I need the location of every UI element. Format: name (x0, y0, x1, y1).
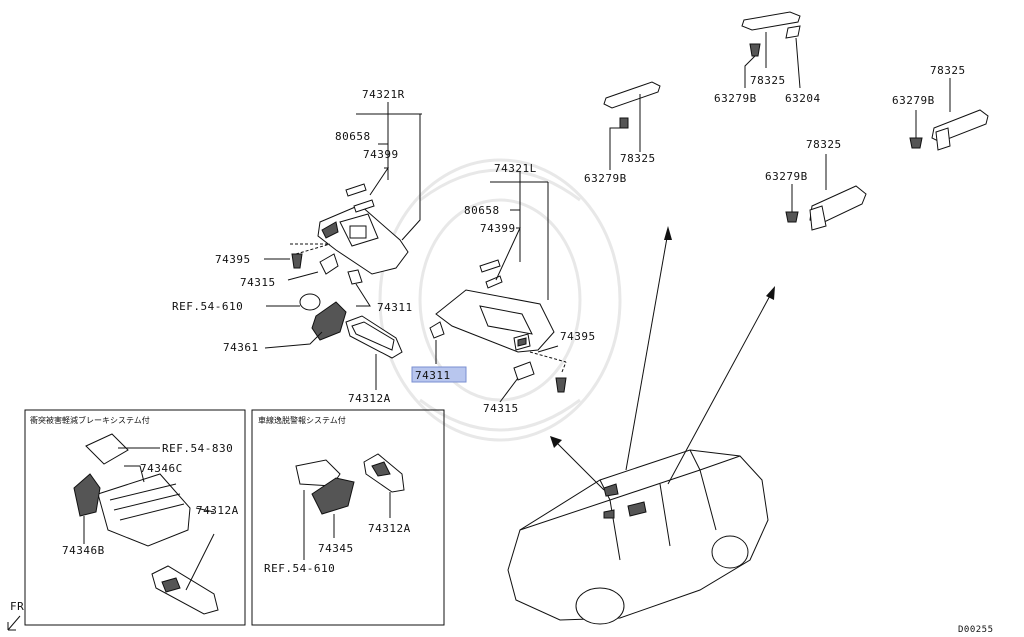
label-74361[interactable]: 74361 (223, 341, 259, 354)
inset-right-title: 車線逸脱警報システム付 (258, 415, 346, 425)
ref-part-knob[interactable] (299, 293, 321, 311)
label-74315-l[interactable]: 74315 (240, 276, 276, 289)
fr-label: FR (10, 600, 24, 613)
screw-63279b-c[interactable] (785, 211, 799, 223)
label-74321L[interactable]: 74321L (494, 162, 537, 175)
screw-63279b-a[interactable] (619, 117, 629, 129)
mirror-lamp-74399-l[interactable] (485, 275, 503, 289)
pointer-arrows (550, 226, 775, 491)
label-ref-54-610-a[interactable]: REF.54-610 (172, 300, 243, 313)
label-63279B-c[interactable]: 63279B (765, 170, 808, 183)
label-74395-l[interactable]: 74395 (215, 253, 251, 266)
clip-74311-r[interactable] (429, 321, 445, 339)
clip-63204[interactable] (785, 25, 801, 39)
mirror-lamp-74399-r[interactable] (353, 199, 375, 213)
assist-grip-78325-c[interactable] (809, 185, 867, 231)
vehicle-outline (507, 449, 769, 625)
screw-74395-l[interactable] (291, 253, 303, 269)
vanity-mirror-cover-80658-r[interactable] (345, 183, 367, 197)
label-74312A-c[interactable]: 74312A (368, 522, 411, 535)
assist-grip-78325-b[interactable] (741, 11, 801, 31)
front-direction-arrow (7, 615, 21, 631)
label-78325-a[interactable]: 78325 (620, 152, 656, 165)
holder-74315-r[interactable] (513, 361, 535, 381)
label-78325-b[interactable]: 78325 (750, 74, 786, 87)
inset-left-title: 衝突被害軽減ブレーキシステム付 (30, 415, 150, 425)
diagram-code: D00255 (958, 625, 994, 635)
label-78325-c[interactable]: 78325 (806, 138, 842, 151)
assist-grip-78325-a[interactable] (603, 81, 661, 109)
screw-63279b-d[interactable] (909, 137, 923, 149)
clip-74311-l[interactable] (347, 269, 363, 285)
inset-box-left (24, 409, 246, 626)
label-63279B-d[interactable]: 63279B (892, 94, 935, 107)
room-mirror-74312A-b[interactable] (151, 565, 219, 615)
label-74321R[interactable]: 74321R (362, 88, 405, 101)
screw-63279b-b[interactable] (749, 43, 761, 57)
label-74345[interactable]: 74345 (318, 542, 354, 555)
highlight-74311 (411, 366, 467, 383)
label-78325-d[interactable]: 78325 (930, 64, 966, 77)
label-74346B[interactable]: 74346B (62, 544, 105, 557)
screw-74395-r[interactable] (555, 377, 567, 393)
label-74311-l[interactable]: 74311 (377, 301, 413, 314)
sun-visor-right[interactable] (317, 204, 409, 275)
watermark-emblem (378, 158, 622, 442)
label-74399-l[interactable]: 74399 (480, 222, 516, 235)
assist-grip-78325-d[interactable] (931, 109, 989, 151)
label-74312A-a[interactable]: 74312A (348, 392, 391, 405)
label-63279B-a[interactable]: 63279B (584, 172, 627, 185)
camera-cover-ref[interactable] (85, 433, 129, 465)
camera-cover-74346B[interactable] (73, 473, 101, 517)
camera-bracket-74345[interactable] (311, 477, 355, 515)
label-ref-54-830[interactable]: REF.54-830 (162, 442, 233, 455)
label-63279B-b[interactable]: 63279B (714, 92, 757, 105)
label-74311-selected[interactable]: 74311 (415, 369, 451, 382)
label-80658-r[interactable]: 80658 (335, 130, 371, 143)
label-63204[interactable]: 63204 (785, 92, 821, 105)
vanity-mirror-cover-80658-l[interactable] (479, 259, 501, 273)
label-80658-l[interactable]: 80658 (464, 204, 500, 217)
sun-visor-left[interactable] (435, 289, 555, 353)
label-74399-r[interactable]: 74399 (363, 148, 399, 161)
holder-74315-l[interactable] (319, 253, 339, 275)
room-mirror-74312A-a[interactable] (345, 315, 403, 359)
label-74315-r[interactable]: 74315 (483, 402, 519, 415)
camera-bracket-74346C[interactable] (97, 473, 191, 547)
map-lamp-74361[interactable] (311, 301, 347, 341)
label-74395-r[interactable]: 74395 (560, 330, 596, 343)
label-74346C[interactable]: 74346C (140, 462, 183, 475)
label-ref-54-610-b[interactable]: REF.54-610 (264, 562, 335, 575)
room-mirror-74312A-c[interactable] (363, 453, 405, 493)
inset-box-right (251, 409, 445, 626)
label-74312A-b[interactable]: 74312A (196, 504, 239, 517)
